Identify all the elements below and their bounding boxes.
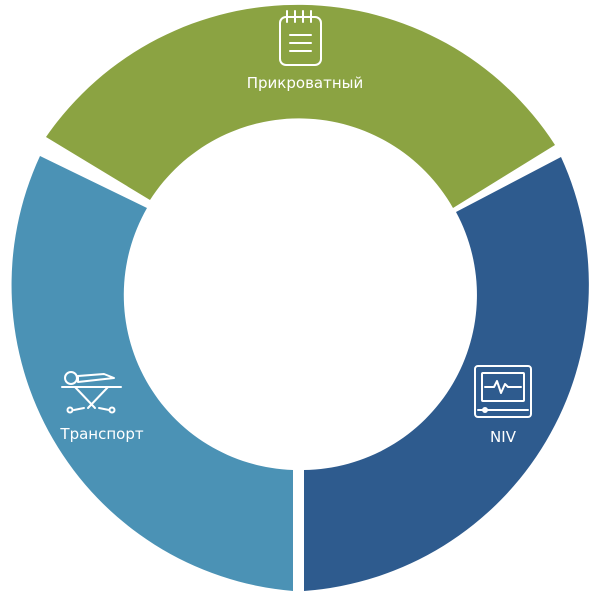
- segment-label-niv: NIV: [490, 428, 516, 446]
- segment-label-transport: Транспорт: [60, 425, 144, 443]
- segment-bedside[interactable]: [46, 4, 555, 209]
- segment-transport[interactable]: [11, 156, 294, 591]
- monitor-icon: [474, 365, 532, 418]
- notepad-icon: [279, 10, 322, 66]
- segment-label-bedside: Прикроватный: [246, 74, 364, 92]
- stretcher-icon: [61, 371, 122, 414]
- segment-niv[interactable]: [304, 157, 589, 591]
